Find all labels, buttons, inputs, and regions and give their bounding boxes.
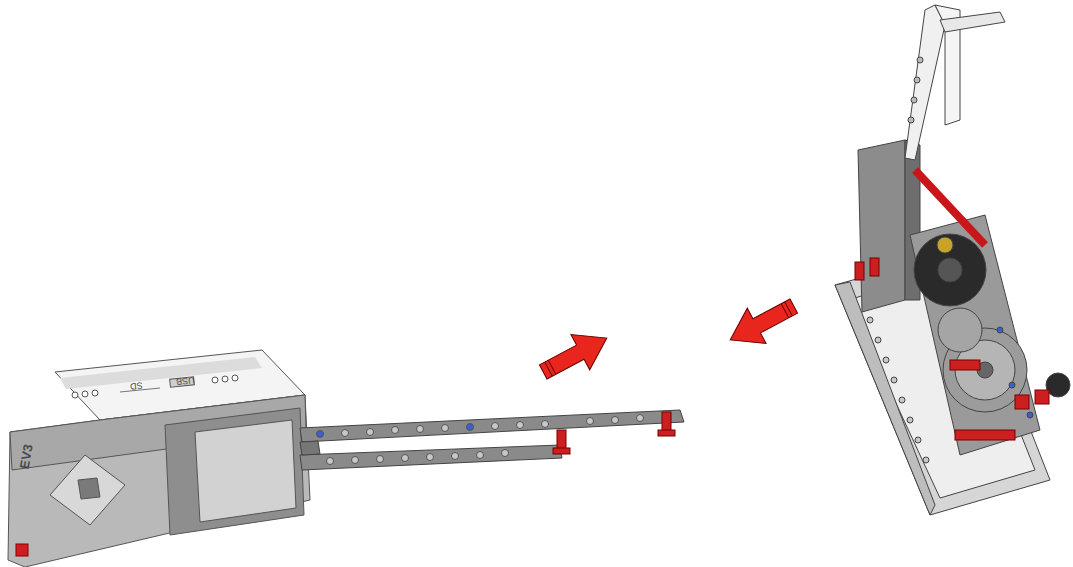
- beam-extension: [300, 410, 684, 470]
- beam-extension-part-part: [452, 453, 459, 460]
- ev3-brick-part: [165, 408, 304, 535]
- gear-mechanism-part: [910, 215, 1040, 455]
- ev3-brick-part: [232, 375, 238, 381]
- beam-extension-part-part: [517, 422, 524, 429]
- beam-extension-part-part: [392, 427, 399, 434]
- gear-mechanism-part-part: [875, 337, 881, 343]
- gear-mechanism-part-part: [891, 377, 897, 383]
- beam-extension-part-part: [557, 430, 566, 450]
- beam-extension-part-part: [477, 452, 484, 459]
- ev3-brick-part: [60, 357, 262, 389]
- direction-arrow-part: [721, 288, 803, 357]
- beam-extension-part-part: [612, 417, 619, 424]
- gear-mechanism-part-part: [867, 317, 873, 323]
- gear-mechanism-part-part: [855, 262, 864, 280]
- beam-extension-part-part: [352, 457, 359, 464]
- ev3-brick-part: [222, 376, 228, 382]
- printed-marking: USB: [176, 375, 195, 386]
- gear-mechanism-part: [908, 57, 923, 123]
- ev3-brick-part: [82, 391, 88, 397]
- direction-arrow-part: [548, 360, 556, 374]
- beam-extension-part-part: [327, 458, 334, 465]
- beam-extension-part-part: [427, 454, 434, 461]
- gear-mechanism-part-part: [870, 258, 879, 276]
- beam-extension-part-part: [377, 456, 384, 463]
- gear-mechanism-part-part: [899, 397, 905, 403]
- gear-mechanism-part: [835, 282, 935, 515]
- gear-mechanism-part-part: [917, 57, 923, 63]
- gear-mechanism-part-part: [883, 357, 889, 363]
- beam-extension-part-part: [553, 448, 570, 454]
- beam-extension-part-part: [442, 425, 449, 432]
- beam-extension-part: [300, 445, 562, 470]
- gear-mechanism-part: [855, 258, 1049, 440]
- direction-arrow: [721, 288, 803, 357]
- gear-mechanism-part: [867, 317, 929, 463]
- beam-extension-part-part: [342, 430, 349, 437]
- ev3-brick-part: [50, 455, 125, 525]
- gear-mechanism-part-part: [915, 437, 921, 443]
- ev3-brick-part: [72, 392, 78, 398]
- gear-mechanism: [835, 5, 1070, 515]
- gear-mechanism-part-part: [955, 430, 1015, 440]
- ev3-brick-part: [16, 544, 28, 556]
- gear-mechanism-part-part: [908, 117, 914, 123]
- direction-arrow-part: [785, 302, 793, 316]
- ev3-brick-part: [92, 390, 98, 396]
- beam-extension-part-part: [658, 430, 675, 436]
- gear-mechanism-part-part: [1009, 382, 1015, 388]
- beam-extension-part: [553, 412, 675, 454]
- beam-extension-part-part: [317, 431, 324, 438]
- beam-extension-part-part: [502, 450, 509, 457]
- beam-extension-part: [300, 441, 320, 455]
- gear-mechanism-part: [914, 234, 986, 306]
- printed-marking: SD: [130, 380, 143, 390]
- ev3-brick-part: [195, 420, 296, 522]
- beam-extension-part: [317, 415, 644, 465]
- gear-mechanism-part-part: [997, 327, 1003, 333]
- direction-arrow-part: [781, 304, 789, 318]
- gear-mechanism-part-part: [1035, 390, 1049, 404]
- beam-extension-part-part: [492, 423, 499, 430]
- gear-mechanism-part: [938, 308, 982, 352]
- ev3-brick: [8, 350, 310, 567]
- gear-mechanism-part-part: [911, 97, 917, 103]
- beam-extension-part-part: [417, 426, 424, 433]
- beam-extension-part-part: [367, 429, 374, 436]
- gear-mechanism-part-part: [914, 77, 920, 83]
- beam-extension-part-part: [662, 412, 671, 432]
- gear-mechanism-part: [940, 12, 1005, 32]
- beam-extension-part-part: [637, 415, 644, 422]
- gear-mechanism-part-part: [950, 360, 980, 370]
- ev3-brick-part: [212, 377, 218, 383]
- gear-mechanism-part-part: [1015, 395, 1029, 409]
- gear-mechanism-part-part: [907, 417, 913, 423]
- ev3-brick-part: [8, 395, 310, 567]
- gear-mechanism-part: [1046, 373, 1070, 397]
- gear-mechanism-part: [858, 140, 905, 312]
- ev3-brick-part: [78, 478, 100, 499]
- direction-arrow-part: [534, 320, 616, 389]
- direction-arrow: [534, 320, 616, 389]
- beam-extension-part-part: [542, 421, 549, 428]
- beam-extension-part: [300, 410, 684, 442]
- gear-mechanism-part: [905, 5, 945, 160]
- gear-mechanism-part-part: [1027, 412, 1033, 418]
- gear-mechanism-part: [937, 237, 953, 253]
- gear-mechanism-part-part: [923, 457, 929, 463]
- gear-mechanism-part: [938, 258, 962, 282]
- beam-extension-part-part: [467, 424, 474, 431]
- gear-mechanism-part: [997, 327, 1033, 418]
- beam-extension-part-part: [587, 418, 594, 425]
- direction-arrow-part: [545, 362, 553, 376]
- beam-extension-part-part: [402, 455, 409, 462]
- printed-marking: EV3: [18, 443, 35, 469]
